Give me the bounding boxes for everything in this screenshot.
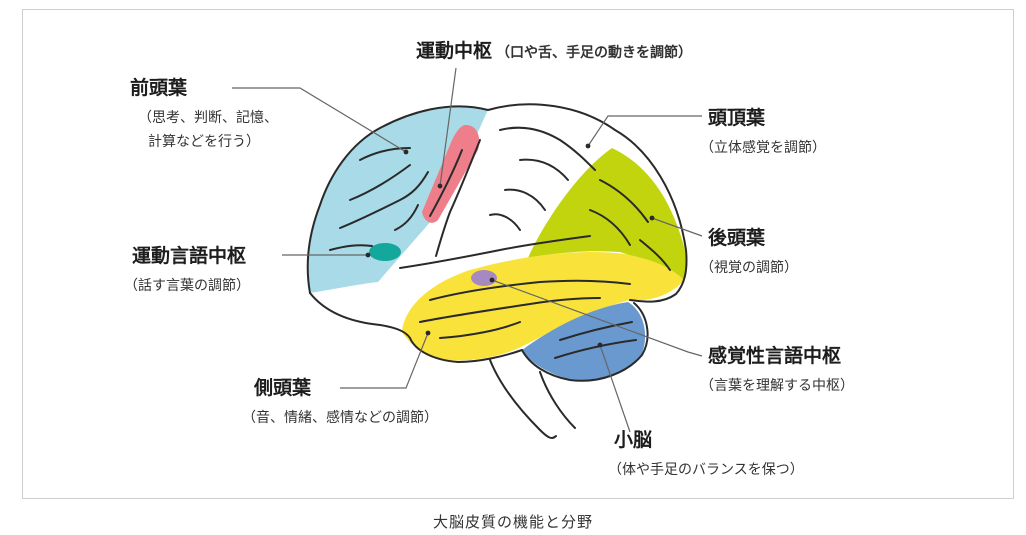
label-frontal-lobe: 前頭葉 （思考、判断、記憶、 計算などを行う） (130, 76, 278, 150)
motor-speech-note: （話す言葉の調節） (124, 277, 250, 294)
label-sensory-speech-center: 感覚性言語中枢 （言葉を理解する中枢） (700, 344, 854, 394)
figure-caption: 大脳皮質の機能と分野 (432, 513, 593, 531)
frontal-lobe-note-line1: （思考、判断、記憶、 (138, 109, 278, 126)
leader-dots (365, 143, 655, 348)
cerebellum-region (522, 302, 646, 381)
parietal-lobe-title: 頭頂葉 (708, 107, 766, 129)
motor-speech-center-spot (369, 243, 401, 261)
occipital-lobe-note: （視覚の調節） (700, 259, 798, 276)
label-parietal-lobe: 頭頂葉 （立体感覚を調節） (700, 107, 826, 156)
brain-outline (306, 103, 688, 439)
motor-cortex-note: （口や舌、手足の動きを調節） (496, 44, 692, 61)
label-motor-cortex: 運動中枢（口や舌、手足の動きを調節） (416, 39, 692, 62)
label-cerebellum: 小脳 （体や手足のバランスを保つ） (608, 429, 804, 478)
motor-speech-title: 運動言語中枢 (132, 244, 246, 267)
occipital-lobe-title: 後頭葉 (708, 226, 766, 249)
sensory-speech-note: （言葉を理解する中枢） (700, 378, 854, 394)
parietal-lobe-region (445, 104, 615, 275)
label-occipital-lobe: 後頭葉 （視覚の調節） (700, 226, 798, 276)
frontal-lobe-note-line2: 計算などを行う） (148, 134, 260, 150)
temporal-lobe-title: 側頭葉 (253, 377, 312, 399)
sensory-speech-center-spot (471, 270, 497, 286)
temporal-lobe-note: （音、情緒、感情などの調節） (242, 409, 438, 426)
leader-lines (232, 67, 703, 433)
cerebellum-title: 小脳 (614, 429, 652, 451)
svg-text:運動中枢（口や舌、手足の動きを調節）: 運動中枢（口や舌、手足の動きを調節） (416, 39, 692, 62)
occipital-lobe-region (528, 148, 686, 280)
frontal-lobe-title: 前頭葉 (130, 76, 188, 99)
label-temporal-lobe: 側頭葉 （音、情緒、感情などの調節） (242, 377, 438, 426)
parietal-lobe-note: （立体感覚を調節） (700, 139, 826, 156)
cerebellum-note: （体や手足のバランスを保つ） (608, 462, 804, 478)
sensory-speech-title: 感覚性言語中枢 (708, 344, 841, 367)
motor-cortex-title: 運動中枢 (416, 39, 492, 62)
label-motor-speech-center: 運動言語中枢 （話す言葉の調節） (124, 244, 250, 294)
